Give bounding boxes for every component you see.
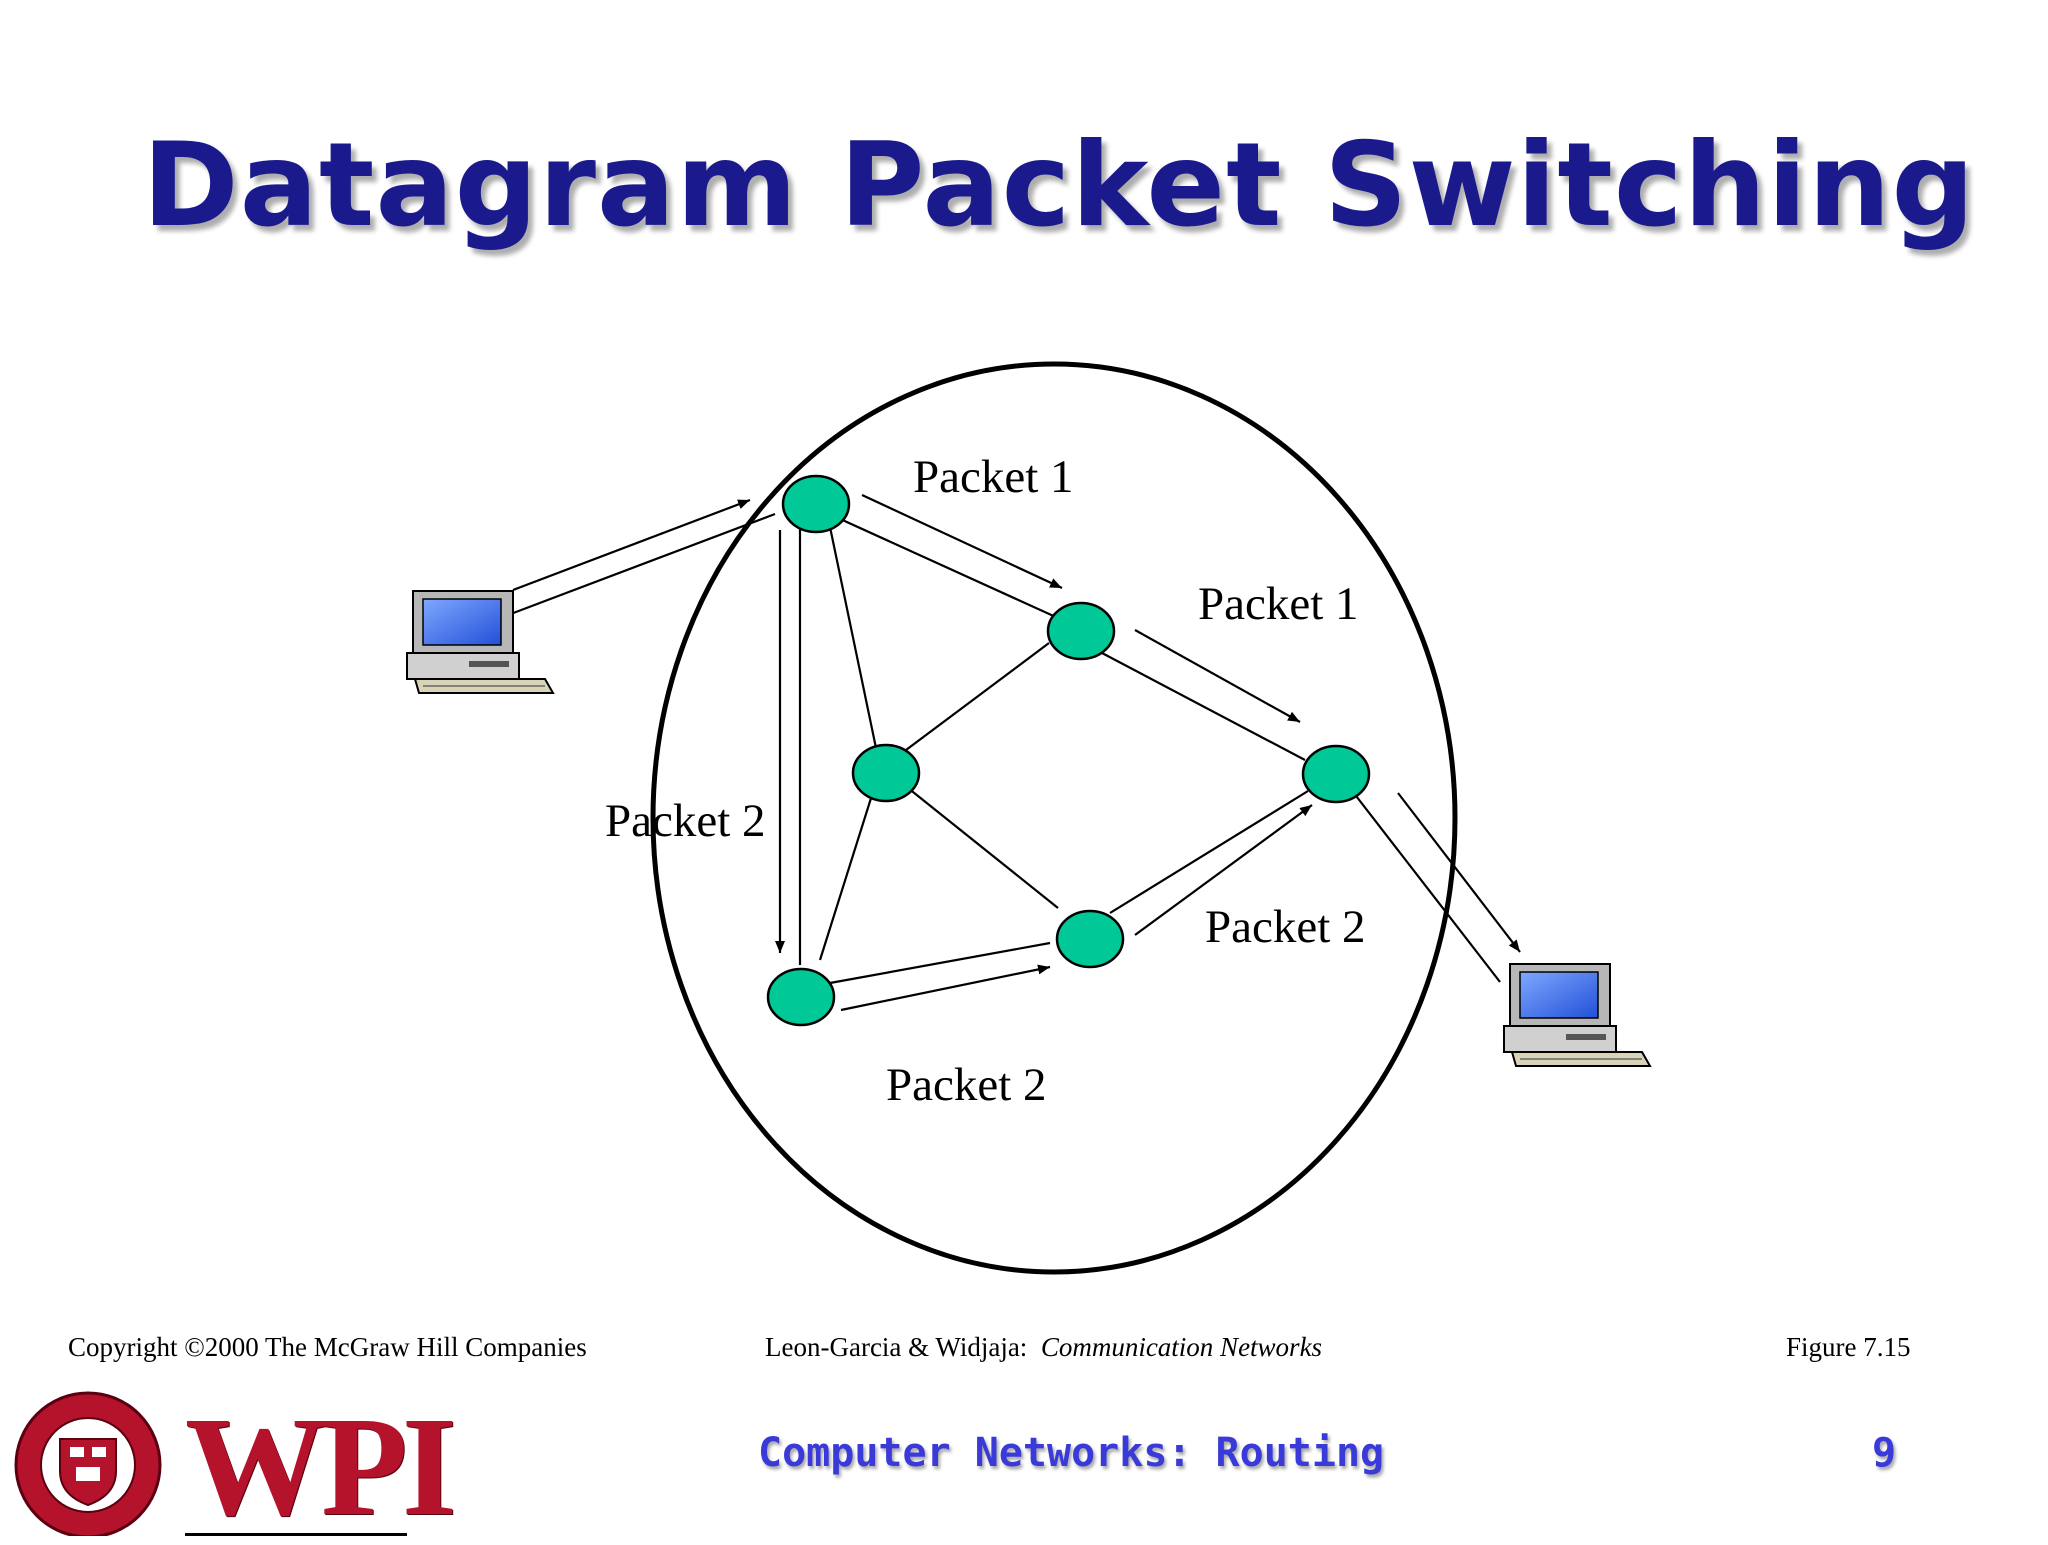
link-d-dst	[1352, 791, 1501, 983]
link-b-c	[905, 642, 1050, 751]
link-e-f	[829, 941, 1051, 985]
link-f-d	[1109, 790, 1309, 914]
switch-nodes	[766, 474, 1371, 1027]
switch-node	[1046, 601, 1116, 661]
authors-credit: Leon-Garcia & Widjaja: Communication Net…	[765, 1332, 1322, 1363]
authors-text: Leon-Garcia & Widjaja:	[765, 1332, 1028, 1362]
network-boundary	[650, 361, 1458, 1275]
page-number: 9	[1872, 1430, 1897, 1476]
link-a-b	[804, 501, 1081, 630]
link-a-c	[828, 526, 878, 749]
arrow-packet2-f-d	[1134, 804, 1313, 936]
link-src-a	[507, 512, 776, 617]
figure-number: Figure 7.15	[1786, 1332, 1911, 1362]
label-packet2-right: Packet 2	[1205, 901, 1366, 953]
wpi-seal-icon	[14, 1391, 162, 1536]
book-title: Communication Networks	[1040, 1332, 1323, 1362]
label-packet1-right: Packet 1	[1198, 578, 1359, 630]
computer-icon	[406, 590, 555, 694]
switch-node	[1301, 744, 1371, 804]
switch-node	[781, 474, 851, 534]
arrow-src-in	[512, 498, 751, 592]
label-packet2-left: Packet 2	[605, 795, 766, 847]
wpi-logo: WPI	[185, 1387, 457, 1545]
wpi-logo-rule	[185, 1533, 407, 1536]
link-c-f	[907, 787, 1059, 909]
arrow-d-dst	[1397, 792, 1521, 953]
network-links	[507, 501, 1501, 985]
link-c-e	[818, 794, 874, 961]
course-title: Computer Networks: Routing	[758, 1430, 1385, 1476]
packet-arrows	[512, 494, 1521, 1012]
computer-icon	[1503, 963, 1652, 1067]
switch-node	[766, 967, 836, 1027]
switch-node	[1055, 909, 1125, 969]
link-b-d	[1101, 652, 1306, 761]
copyright-text: Copyright ©2000 The McGraw Hill Companie…	[68, 1332, 587, 1362]
arrow-packet1-b-d	[1134, 629, 1301, 723]
arrow-packet1-a-b	[861, 494, 1063, 589]
arrow-packet2-e-f	[840, 964, 1051, 1012]
slide-title: Datagram Packet Switching	[142, 118, 1976, 253]
label-packet2-bottom: Packet 2	[886, 1059, 1047, 1111]
switch-node	[851, 743, 921, 803]
label-packet1-top: Packet 1	[913, 451, 1074, 503]
